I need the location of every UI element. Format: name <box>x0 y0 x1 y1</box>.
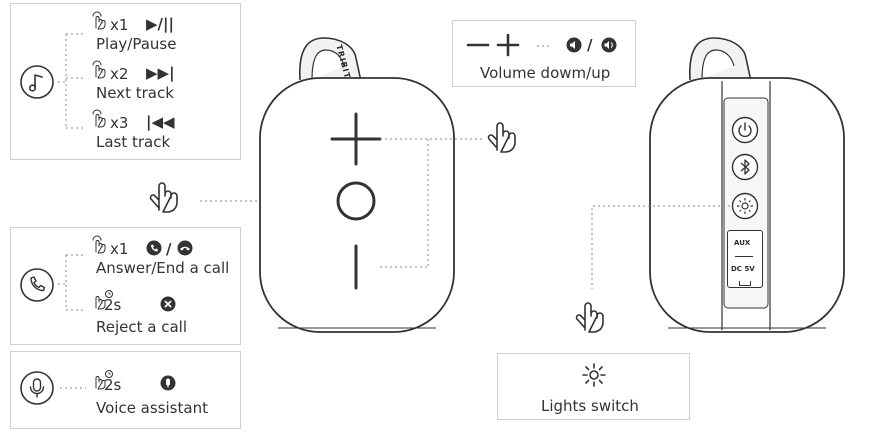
media-count-3: x3 <box>110 114 129 132</box>
hand-tap-icon <box>92 235 106 254</box>
reject-call-icon <box>160 296 176 312</box>
volume-dots <box>537 45 551 47</box>
hand-tap-icon <box>575 302 604 333</box>
sun-icon <box>582 363 606 387</box>
call-count-2: 2s <box>104 296 122 314</box>
voice-label: Voice assistant <box>96 399 208 417</box>
hand-hold-icon <box>95 290 113 310</box>
voice-mic-filled-icon <box>160 375 176 391</box>
volume-slash: / <box>587 36 593 54</box>
end-call-icon <box>177 240 193 256</box>
volume-down-icon <box>566 37 582 53</box>
answer-call-icon <box>146 240 162 256</box>
volume-minus-plus-icon <box>466 33 520 57</box>
media-label-3: Last track <box>96 133 171 151</box>
hand-hold-icon <box>95 370 113 390</box>
media-label-2: Next track <box>96 84 174 102</box>
play-pause-glyph: ▶/|| <box>146 15 174 33</box>
next-track-glyph: ▶▶| <box>146 64 175 82</box>
call-count-1: x1 <box>110 240 129 258</box>
lights-label: Lights switch <box>541 397 639 415</box>
media-controls-box <box>10 3 241 160</box>
hand-tap-icon <box>92 60 106 79</box>
media-connector-lines <box>58 33 84 129</box>
volume-box <box>452 20 636 87</box>
media-count-2: x2 <box>110 65 129 83</box>
last-track-glyph: |◀◀ <box>146 113 175 131</box>
call-label-2: Reject a call <box>96 318 188 336</box>
port-divider <box>735 256 753 257</box>
phone-icon <box>20 268 54 302</box>
volume-connector-lines <box>380 138 484 268</box>
light-icon <box>731 192 759 220</box>
port-panel <box>727 230 763 288</box>
dc-port-label: DC 5V <box>731 265 755 273</box>
bluetooth-icon <box>731 153 759 181</box>
hand-tap-icon <box>92 109 106 128</box>
hand-tap-icon <box>92 11 106 30</box>
hand-tap-icon <box>149 182 178 213</box>
dc-port-slot <box>739 281 751 286</box>
power-icon <box>731 116 759 144</box>
volume-up-icon <box>601 37 617 53</box>
call-label-1: Answer/End a call <box>96 259 230 277</box>
music-note-icon <box>20 65 54 99</box>
speaker-front <box>259 37 455 333</box>
media-label-1: Play/Pause <box>96 35 177 53</box>
call-slash: / <box>166 240 172 258</box>
volume-label: Volume dowm/up <box>480 64 611 82</box>
light-connector-line <box>591 205 730 289</box>
media-count-1: x1 <box>110 16 129 34</box>
voice-count: 2s <box>104 376 122 394</box>
microphone-icon <box>20 371 54 405</box>
voice-connector-line <box>60 387 86 389</box>
call-controls-box <box>10 227 241 345</box>
hand-tap-icon <box>487 122 516 153</box>
aux-port-label: AUX <box>734 239 751 247</box>
voice-controls-box <box>10 351 241 429</box>
